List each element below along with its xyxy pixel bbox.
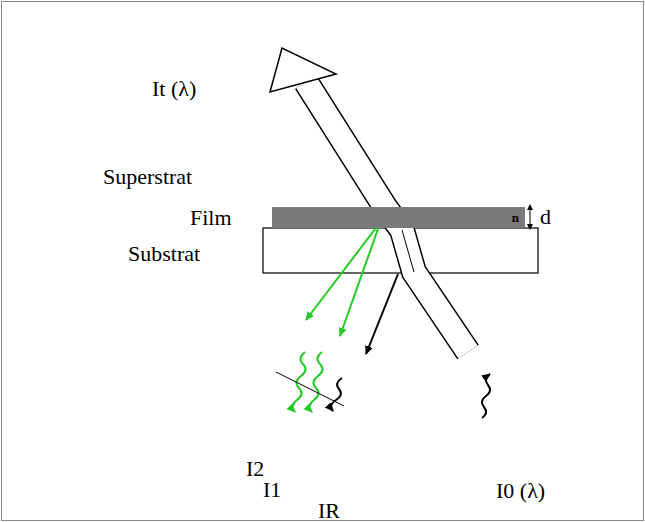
- wave: [292, 352, 305, 412]
- layer-label: Substrat: [128, 243, 200, 265]
- thin-film: n: [272, 207, 525, 228]
- medium-label: Superstrat: [103, 166, 192, 188]
- reflected-ray: [366, 274, 398, 354]
- layer-label: Film: [190, 207, 232, 229]
- thickness-label: d: [540, 206, 551, 228]
- wave: [331, 378, 342, 411]
- beam-label: It (λ): [152, 78, 196, 100]
- emitted-ray: [340, 212, 384, 336]
- refractive-index: n: [512, 211, 519, 224]
- wave-label: I1: [263, 479, 281, 501]
- thickness-arrow-heads: [527, 204, 533, 230]
- wave: [482, 374, 490, 418]
- emitted-ray: [306, 212, 388, 320]
- wave-label: IR: [318, 500, 340, 522]
- wave-label: I2: [246, 458, 264, 480]
- beam-label: I0 (λ): [496, 480, 545, 502]
- wave: [309, 352, 322, 412]
- light-beam: [270, 48, 468, 352]
